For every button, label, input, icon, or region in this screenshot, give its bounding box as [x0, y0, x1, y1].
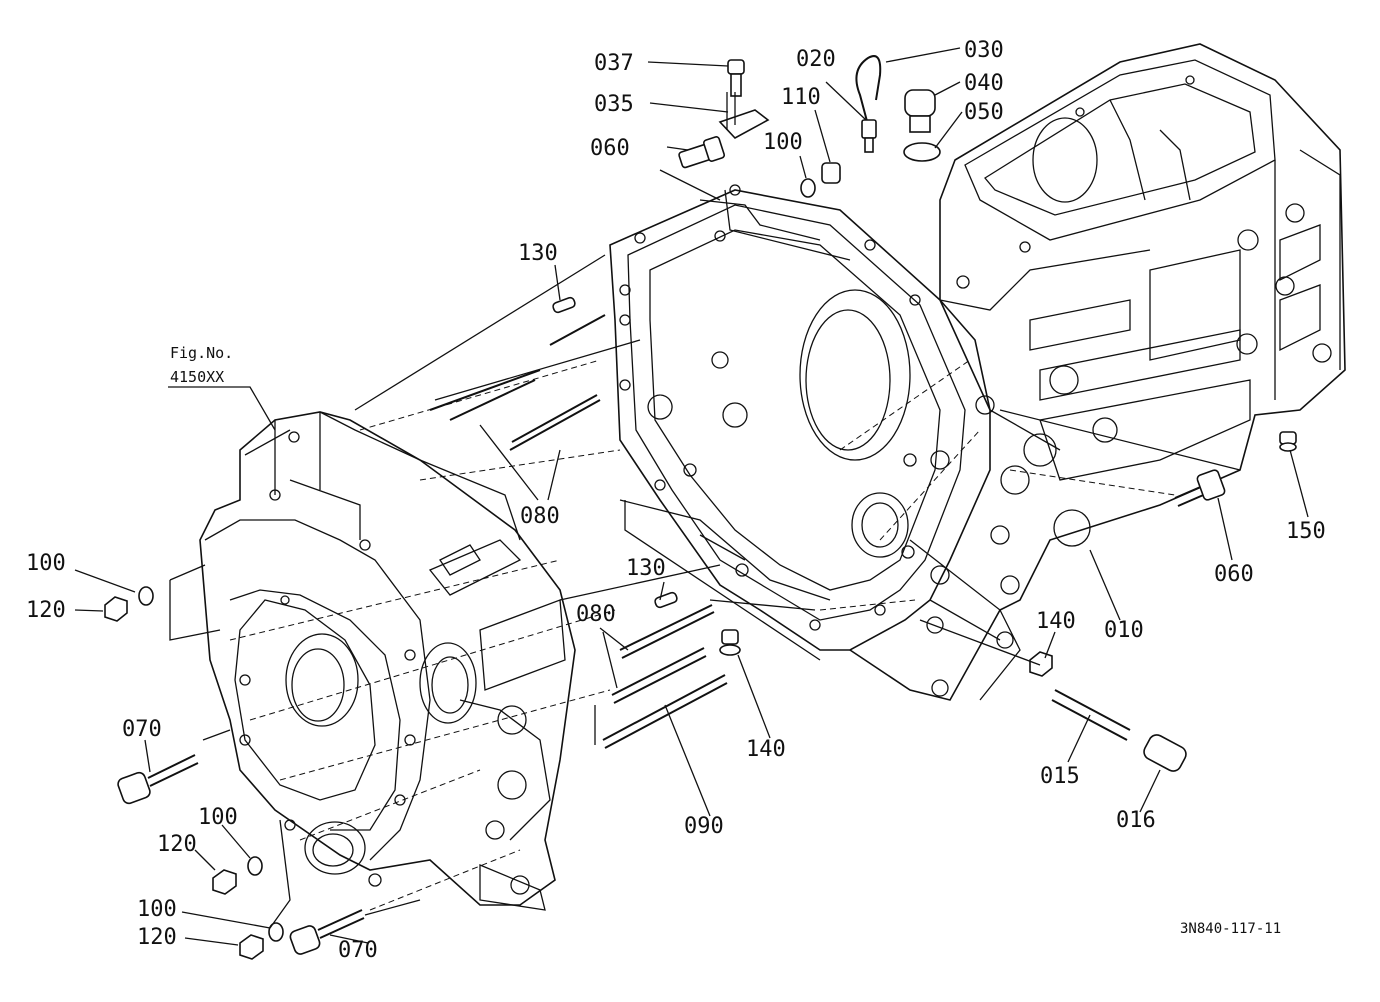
part-130-pin-lower: [654, 591, 678, 609]
callout-030: 030: [964, 38, 1004, 63]
hardware-parts: [104, 55, 1297, 960]
part-070-bolt-lower: [289, 909, 365, 955]
callout-140-right: 140: [1036, 609, 1076, 634]
part-037-bolt: [727, 59, 745, 97]
callout-140-center: 140: [746, 737, 786, 762]
callout-130-upper: 130: [518, 241, 558, 266]
part-130-pin-upper: [552, 296, 576, 314]
part-140-plug-right: [1029, 651, 1053, 677]
callout-016: 016: [1116, 808, 1156, 833]
part-070-bolt-upper: [117, 754, 199, 805]
callout-120-left-2: 120: [157, 832, 197, 857]
callout-100-upper: 100: [763, 130, 803, 155]
callout-130-lower: 130: [626, 556, 666, 581]
part-100-washer-left-2: [247, 856, 263, 876]
part-120-nut-left-2: [212, 869, 237, 895]
callout-120-left-1: 120: [26, 598, 66, 623]
part-100-washer-upper: [800, 178, 816, 198]
figure-reference: Fig.No. 4150XX: [170, 344, 233, 386]
callout-100-left-3: 100: [137, 897, 177, 922]
callout-060-upper: 060: [590, 136, 630, 161]
part-110-nut: [821, 162, 841, 184]
fig-ref-label: Fig.No.: [170, 344, 233, 362]
part-080-studs-lower: [602, 604, 728, 749]
part-016-cap: [1143, 734, 1187, 772]
callout-labels: 037 035 060 020 030 040 050 110 100 130 …: [26, 38, 1326, 963]
part-150-plug: [1279, 431, 1297, 452]
callout-037: 037: [594, 51, 634, 76]
part-015-stud: [1051, 689, 1131, 741]
callout-070-upper: 070: [122, 717, 162, 742]
part-140-plug-center: [719, 629, 741, 656]
part-060-plug-right: [1174, 469, 1226, 507]
callout-020: 020: [796, 47, 836, 72]
center-frame-housing: [609, 184, 1021, 701]
fig-ref-number: 4150XX: [170, 368, 224, 386]
callout-110: 110: [781, 85, 821, 110]
leader-lines: [74, 47, 1309, 946]
callout-100-left-2: 100: [198, 805, 238, 830]
part-080-studs-upper: [429, 314, 606, 451]
callout-015: 015: [1040, 764, 1080, 789]
callout-080-upper: 080: [520, 504, 560, 529]
callout-150: 150: [1286, 519, 1326, 544]
callout-035: 035: [594, 92, 634, 117]
part-060-plug-upper: [678, 136, 726, 169]
part-050-washer: [903, 142, 941, 162]
callout-010: 010: [1104, 618, 1144, 643]
part-120-nut-left-1: [104, 596, 128, 622]
callout-120-left-3: 120: [137, 925, 177, 950]
part-035-bracket: [718, 92, 770, 139]
part-100-washer-left-3: [268, 922, 284, 942]
front-clutch-housing: [199, 411, 576, 911]
callout-040: 040: [964, 71, 1004, 96]
part-100-washer-left-1: [138, 586, 154, 606]
part-120-nut-left-3: [239, 934, 264, 960]
part-020-030-hook: [855, 55, 882, 153]
callout-080-lower: 080: [576, 602, 616, 627]
callout-100-left-1: 100: [26, 551, 66, 576]
callout-050: 050: [964, 100, 1004, 125]
callout-060-right: 060: [1214, 562, 1254, 587]
callout-090: 090: [684, 814, 724, 839]
part-040-plug: [904, 89, 936, 133]
callout-070-lower: 070: [338, 938, 378, 963]
drawing-code: 3N840-117-11: [1180, 921, 1281, 937]
